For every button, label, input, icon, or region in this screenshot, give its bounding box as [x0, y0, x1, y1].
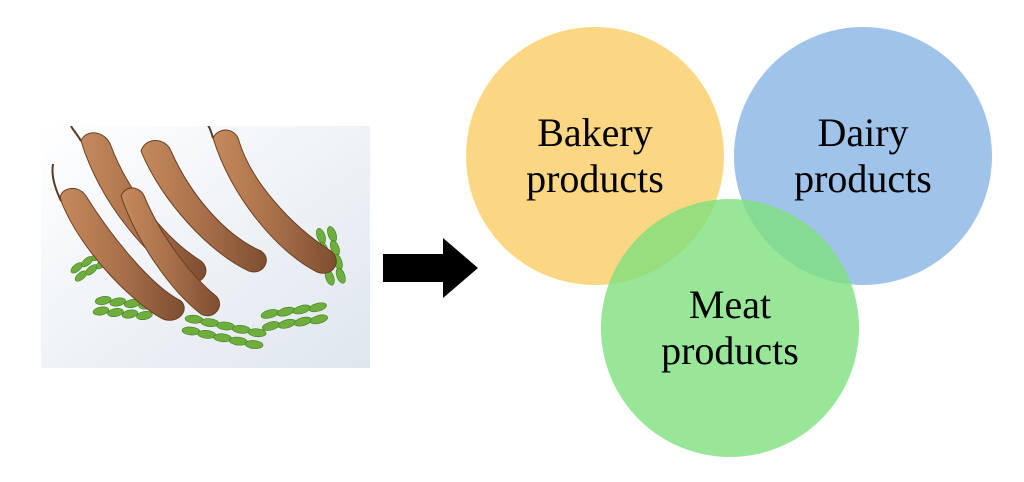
dairy-label-line1: Dairy	[817, 110, 909, 155]
meat-circle	[601, 199, 859, 457]
dairy-label: Dairy products	[763, 110, 963, 202]
meat-label-line1: Meat	[688, 282, 772, 327]
bakery-label: Bakery products	[495, 110, 695, 202]
tamarind-image	[41, 126, 370, 368]
bakery-label-line1: Bakery	[537, 110, 653, 155]
meat-label-line2: products	[661, 328, 799, 373]
bakery-label-line2: products	[526, 156, 664, 201]
right-arrow-icon	[383, 238, 478, 298]
dairy-label-line2: products	[794, 156, 932, 201]
meat-label: Meat products	[630, 282, 830, 374]
